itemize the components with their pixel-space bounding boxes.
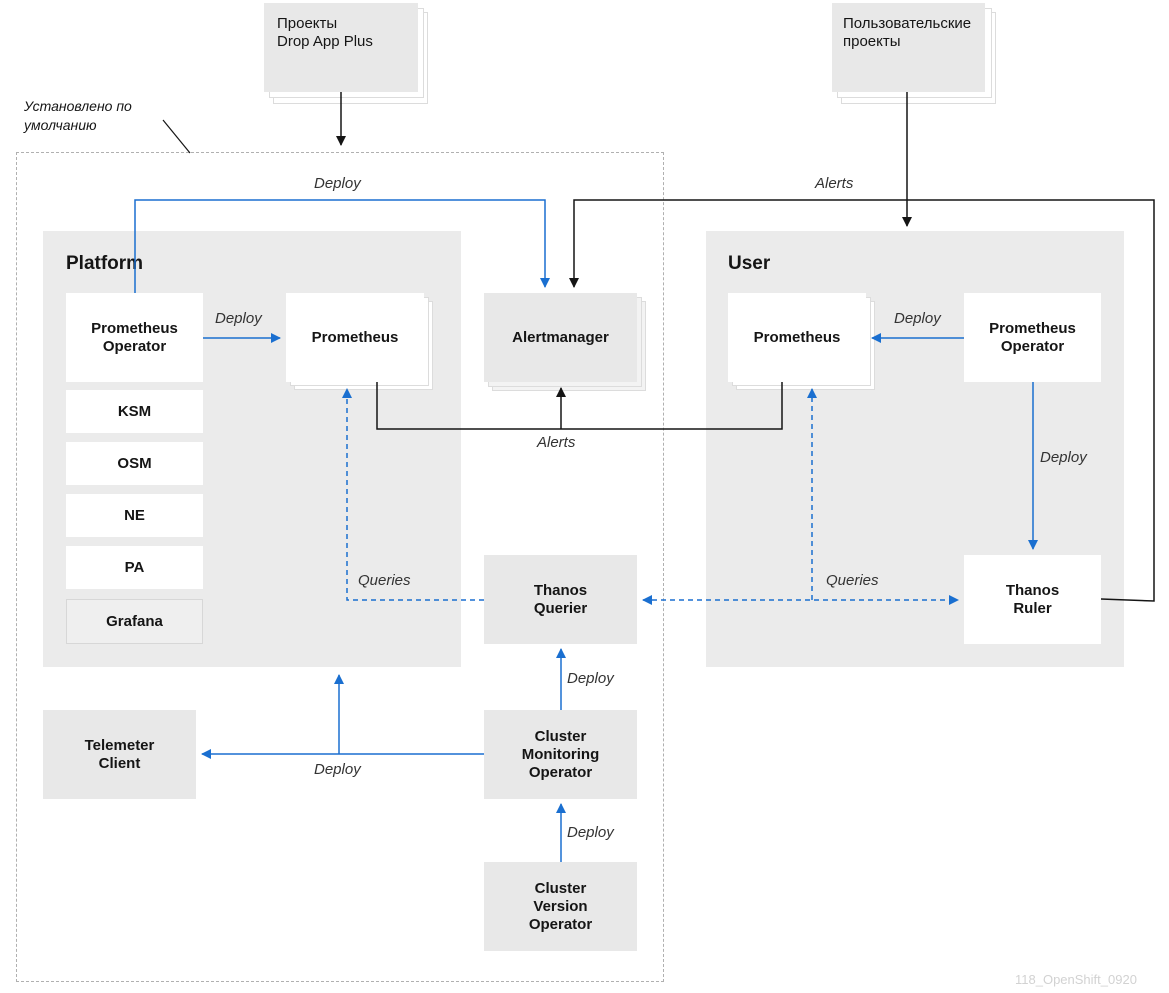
deploy-label-telemeter: Deploy (314, 761, 361, 778)
user-prometheus: Prometheus (728, 293, 866, 382)
deploy-label-querier: Deploy (567, 670, 614, 687)
deploy-label-cmo: Deploy (567, 824, 614, 841)
ne-box: NE (66, 494, 203, 537)
diagram-id-watermark: 118_OpenShift_0920 (1015, 972, 1137, 987)
prometheus-alerts-line (376, 382, 783, 430)
platform-projects-box: Проекты Drop App Plus (264, 3, 418, 92)
telemeter-client-box: Telemeter Client (43, 710, 196, 799)
alertmanager-box: Alertmanager (484, 293, 637, 382)
thanos-querier-box: Thanos Querier (484, 555, 637, 644)
platform-prometheus-operator: Prometheus Operator (66, 293, 203, 382)
ruler-alerts-line (569, 199, 1155, 602)
ksm-box: KSM (66, 390, 203, 433)
user-prometheus-operator: Prometheus Operator (964, 293, 1101, 382)
deploy-label-ruler: Deploy (1040, 449, 1087, 466)
querier-to-platform-prometheus-line (342, 388, 484, 601)
deploy-label-platform-prometheus: Deploy (215, 310, 262, 327)
deploy-to-alertmanager-line (134, 199, 550, 293)
installed-by-default-label: Установлено по умолчанию (24, 98, 132, 133)
user-projects-box: Пользовательские проекты (832, 3, 985, 92)
cluster-monitoring-operator-box: Cluster Monitoring Operator (484, 710, 637, 799)
installed-label-leader (162, 119, 191, 154)
platform-title: Platform (66, 253, 144, 274)
platform-prometheus: Prometheus (286, 293, 424, 382)
cluster-version-operator-box: Cluster Version Operator (484, 862, 637, 951)
pa-box: PA (66, 546, 203, 589)
alerts-label-prometheus: Alerts (537, 434, 576, 451)
default-install-frame (16, 152, 664, 982)
queries-label-platform: Queries (358, 572, 411, 589)
grafana-box: Grafana (66, 599, 203, 644)
thanos-ruler-box: Thanos Ruler (964, 555, 1101, 644)
deploy-label-alertmanager: Deploy (314, 175, 361, 192)
deploy-label-user-prometheus: Deploy (894, 310, 941, 327)
osm-box: OSM (66, 442, 203, 485)
alerts-label-ruler: Alerts (815, 175, 854, 192)
queries-label-user: Queries (826, 572, 879, 589)
user-title: User (728, 253, 771, 274)
